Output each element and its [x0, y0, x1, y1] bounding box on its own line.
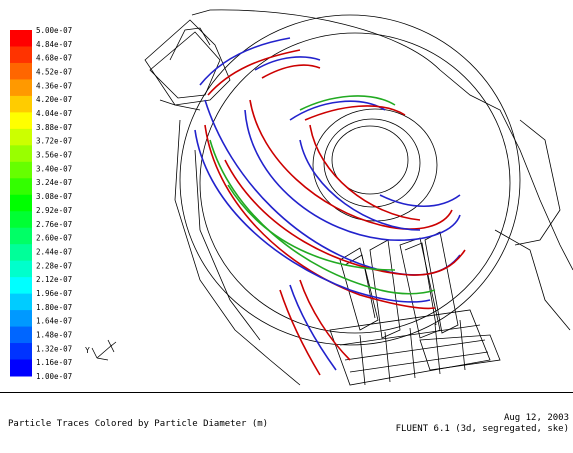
trace-blue — [289, 100, 386, 121]
axis-triad-icon — [91, 339, 117, 361]
casing-outline — [191, 9, 573, 271]
trace-red — [261, 64, 321, 79]
caption-date: Aug 12, 2003 — [503, 413, 569, 423]
colormap-label: 1.32e-07 — [36, 344, 72, 353]
colormap-swatch — [10, 79, 32, 97]
trace-blue — [299, 139, 421, 231]
trace-blue — [194, 129, 431, 303]
inlet-duct — [144, 19, 231, 106]
colormap-swatch — [10, 112, 32, 130]
particle-trace-scene: 5.00e-07 4.84e-07 4.68e-07 4.52e-07 4.36e-07… — [10, 9, 573, 386]
outer-disc — [179, 14, 521, 346]
colormap-swatch — [10, 227, 32, 245]
colormap-label: 1.80e-07 — [36, 303, 72, 312]
colormap-swatch — [10, 161, 32, 179]
colormap-swatch — [10, 244, 32, 262]
trace-green — [209, 139, 436, 295]
casing-inner-edge — [169, 27, 211, 61]
colormap-swatch — [10, 62, 32, 80]
hub-inner — [323, 118, 421, 208]
colormap-swatch — [10, 277, 32, 295]
trace-red — [304, 105, 406, 121]
colormap-swatch — [10, 178, 32, 196]
trace-blue — [379, 194, 461, 208]
colormap-swatch — [10, 211, 32, 229]
colormap-swatch — [10, 95, 32, 113]
geometry-wireframe — [144, 9, 573, 386]
graphics-viewport[interactable]: 5.00e-07 4.84e-07 4.68e-07 4.52e-07 4.36e-07… — [0, 0, 573, 390]
colormap-swatch — [10, 30, 32, 47]
colormap-label: 3.40e-07 — [36, 164, 72, 173]
colormap-label: 4.68e-07 — [36, 54, 72, 63]
caption-title: Particle Traces Colored by Particle Diam… — [8, 419, 269, 429]
colormap-swatch — [10, 194, 32, 212]
colormap-label: 3.88e-07 — [36, 123, 72, 132]
colormap-swatch — [10, 293, 32, 311]
axis-triad-label: Y — [85, 346, 90, 355]
trace-red — [299, 279, 351, 361]
caption-bar: Particle Traces Colored by Particle Diam… — [0, 392, 573, 453]
trace-green — [299, 95, 396, 111]
caption-solver: FLUENT 6.1 (3d, segregated, ske) — [395, 424, 569, 434]
colormap-label: 3.08e-07 — [36, 192, 72, 201]
colormap-label: 1.00e-07 — [36, 372, 72, 381]
colormap-swatch — [10, 343, 32, 361]
colormap-label: 2.28e-07 — [36, 261, 72, 270]
colormap-swatch — [10, 310, 32, 328]
colormap-legend: 5.00e-07 4.84e-07 4.68e-07 4.52e-07 4.36e-07… — [10, 26, 72, 381]
trace-red — [309, 124, 421, 221]
colormap-label: 2.44e-07 — [36, 247, 72, 256]
colormap-swatch — [10, 46, 32, 64]
caption-meta: Aug 12, 2003 FLUENT 6.1 (3d, segregated,… — [396, 413, 569, 435]
colormap-swatch — [10, 359, 32, 377]
colormap-label: 1.48e-07 — [36, 330, 72, 339]
colormap-swatch — [10, 145, 32, 163]
trace-blue — [244, 109, 461, 241]
colormap-label: 4.04e-07 — [36, 109, 72, 118]
colormap-label: 2.12e-07 — [36, 275, 72, 284]
trace-blue — [289, 284, 337, 371]
trace-red — [207, 49, 301, 96]
colormap-label: 2.76e-07 — [36, 220, 72, 229]
colormap-label: 4.52e-07 — [36, 68, 72, 77]
colormap-label: 2.92e-07 — [36, 206, 72, 215]
colormap-label: 5.00e-07 — [36, 26, 72, 35]
colormap-label: 4.20e-07 — [36, 95, 72, 104]
colormap-swatch — [10, 260, 32, 278]
hub-outer — [312, 108, 438, 222]
colormap-label: 1.64e-07 — [36, 317, 72, 326]
trace-red — [279, 289, 321, 376]
colormap-swatch — [10, 326, 32, 344]
colormap-label: 3.56e-07 — [36, 151, 72, 160]
trace-red — [249, 99, 453, 230]
baffle-plates — [329, 231, 491, 386]
colormap-label: 2.60e-07 — [36, 234, 72, 243]
particle-traces — [194, 37, 466, 376]
colormap-label: 4.36e-07 — [36, 81, 72, 90]
trace-blue — [199, 37, 291, 86]
colormap-label: 1.96e-07 — [36, 289, 72, 298]
colormap-label: 3.24e-07 — [36, 178, 72, 187]
colormap-label: 3.72e-07 — [36, 137, 72, 146]
trace-blue — [254, 56, 321, 71]
colormap-label: 4.84e-07 — [36, 40, 72, 49]
trace-green — [227, 184, 396, 271]
colormap-label: 1.16e-07 — [36, 358, 72, 367]
colormap-swatch — [10, 128, 32, 146]
